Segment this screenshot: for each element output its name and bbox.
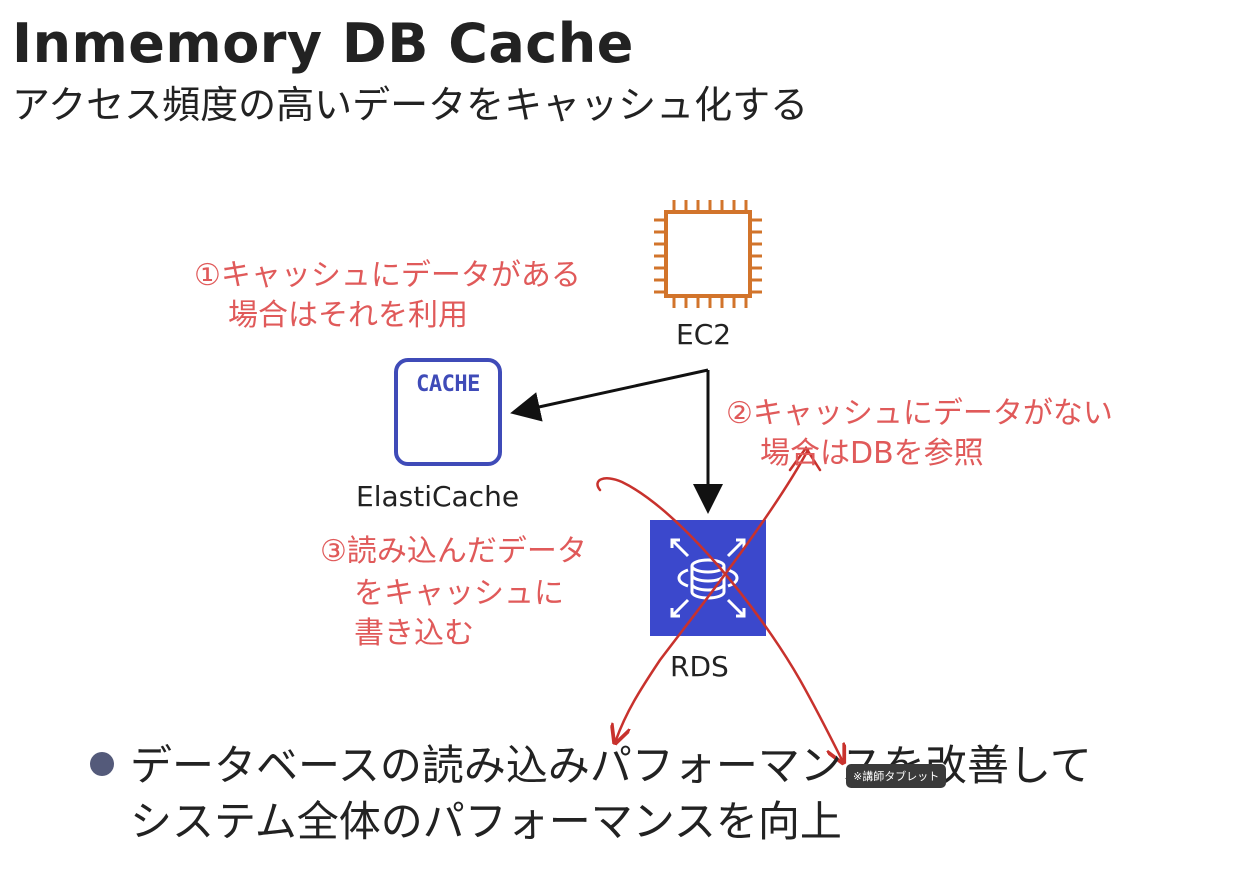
handwritten-pen-strokes: [596, 445, 842, 760]
tablet-tooltip: ※講師タブレット: [846, 764, 947, 788]
annotation-step1-line1: ①キャッシュにデータがある: [194, 258, 581, 293]
pen-stroke-line: [616, 448, 810, 740]
bullet-text: データベースの読み込みパフォーマンスを改善して システム全体のパフォーマンスを向…: [130, 738, 1092, 850]
elasticache-label: ElastiCache: [356, 480, 520, 513]
arrow-ec2-to-cache: [510, 368, 709, 422]
annotation-step1-line2: 場合はそれを利用: [228, 298, 468, 333]
annotation-step2-line1: ②キャッシュにデータがない: [726, 396, 1113, 431]
ec2-label: EC2: [676, 318, 732, 351]
annotation-step2-line2: 場合はDBを参照: [760, 436, 984, 471]
bullet-dot: [90, 752, 114, 776]
bullet-line-1: データベースの読み込みパフォーマンスを改善して: [130, 741, 1092, 790]
page-title: Inmemory DB Cache: [12, 12, 634, 75]
pen-stroke-curve: [596, 477, 842, 760]
annotation-step3-line1: ③読み込んだデータ: [320, 534, 587, 569]
ec2-chip-icon: [654, 200, 762, 308]
annotation-step3-line2: をキャッシュに: [354, 576, 564, 611]
flow-arrows: [510, 368, 723, 514]
pen-stroke-top-mark: [788, 445, 822, 472]
page-subtitle: アクセス頻度の高いデータをキャッシュ化する: [12, 83, 809, 127]
cache-icon-text: CACHE: [416, 372, 480, 397]
rds-label: RDS: [670, 650, 729, 683]
elasticache-icon: CACHE: [394, 358, 502, 466]
rds-database-icon: [650, 520, 766, 636]
bullet-line-2: システム全体のパフォーマンスを向上: [130, 797, 842, 846]
annotation-step3-line3: 書き込む: [354, 616, 474, 651]
